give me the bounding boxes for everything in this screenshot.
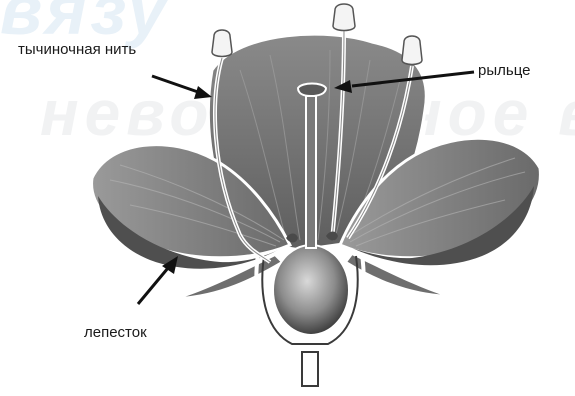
label-stigma: рыльце bbox=[478, 62, 530, 79]
stigma bbox=[298, 84, 326, 97]
label-petal: лепесток bbox=[84, 324, 147, 341]
ovary bbox=[273, 245, 349, 335]
style bbox=[306, 96, 316, 248]
anther-left bbox=[212, 30, 232, 57]
anther-center bbox=[333, 4, 355, 31]
arrow-petal-line bbox=[138, 268, 168, 304]
anther-right bbox=[402, 36, 422, 65]
stalk bbox=[302, 352, 318, 386]
arrow-filament-line bbox=[152, 76, 198, 92]
label-filament: тычиночная нить bbox=[18, 41, 136, 58]
